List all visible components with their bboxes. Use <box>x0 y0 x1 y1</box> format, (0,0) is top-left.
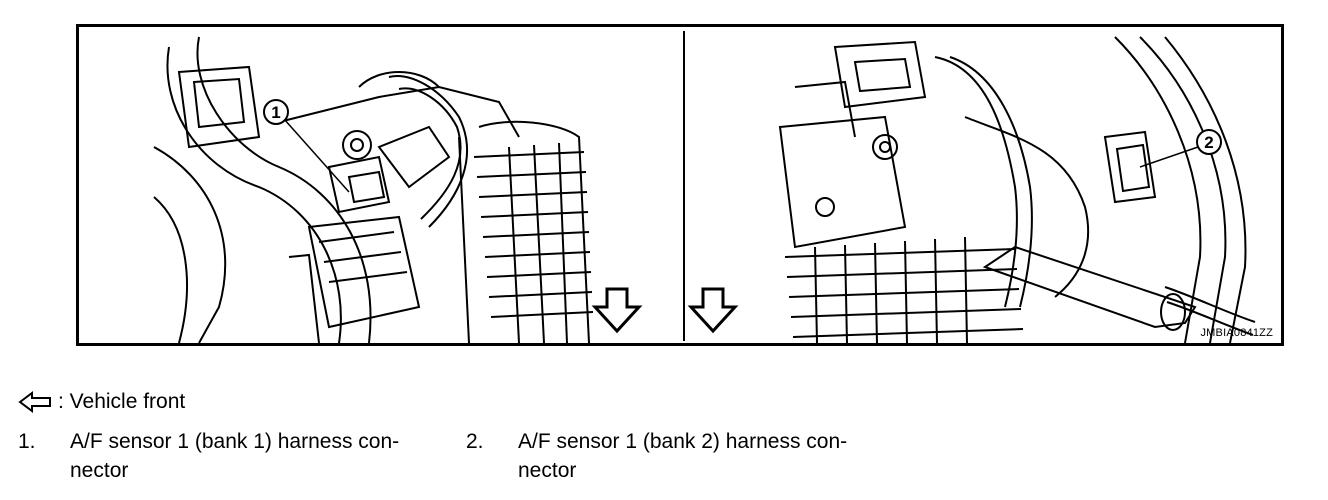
legend-item-number: 1. <box>18 430 36 453</box>
legend-item-1: 1. A/F sensor 1 (bank 1) harness con- ne… <box>18 427 458 487</box>
legend-item-number: 2. <box>466 430 484 453</box>
hollow-arrow-icon <box>18 391 51 413</box>
figure-id-label: JMBIA0841ZZ <box>1200 327 1273 339</box>
callout-1-label: 1 <box>271 103 280 122</box>
vehicle-front-legend: : Vehicle front <box>18 390 185 414</box>
bank1-drawing: 1 <box>153 36 643 343</box>
vehicle-front-arrow-icon <box>591 287 643 334</box>
vehicle-front-arrow-icon <box>687 287 739 334</box>
legend-item-2: 2. A/F sensor 1 (bank 2) harness con- ne… <box>466 427 906 487</box>
callout-2-label: 2 <box>1204 133 1213 152</box>
callout-1-circle <box>263 99 289 125</box>
callout-2-circle <box>1196 129 1222 155</box>
panel-divider <box>683 31 685 341</box>
left-panel-bank1: 1 <box>79 27 679 343</box>
vehicle-front-text: : Vehicle front <box>58 390 186 413</box>
legend-item-text-line2: nector <box>518 459 577 482</box>
right-panel-bank2: 2 <box>685 27 1281 343</box>
legend-item-text-line1: A/F sensor 1 (bank 1) harness con- <box>70 430 400 453</box>
legend-item-text-line1: A/F sensor 1 (bank 2) harness con- <box>518 430 848 453</box>
bank2-drawing: 2 <box>687 36 1256 343</box>
engine-illustration: 1 <box>76 24 1284 346</box>
legend-item-text-line2: nector <box>70 459 129 482</box>
